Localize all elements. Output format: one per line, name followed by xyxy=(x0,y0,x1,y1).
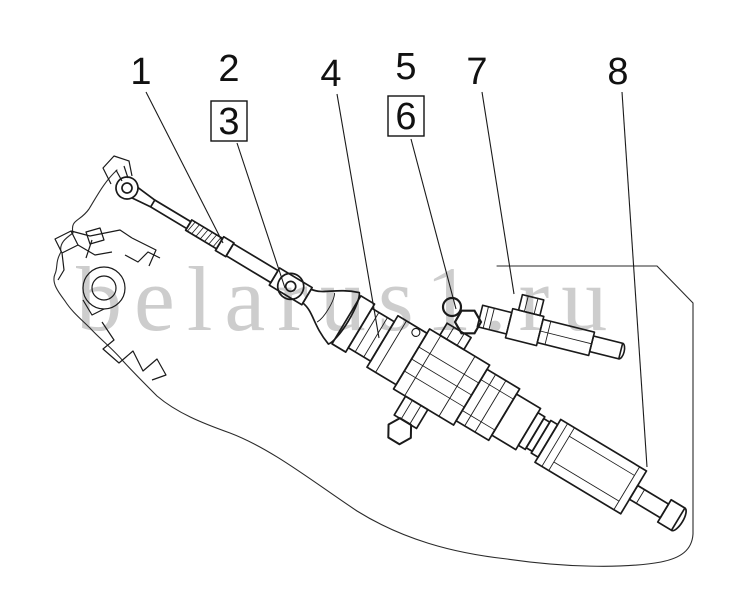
callout-3: 3 xyxy=(218,101,239,143)
valve-body xyxy=(331,294,559,459)
clevis-pin-hole xyxy=(284,280,297,293)
callout-7: 7 xyxy=(466,51,487,93)
linkage-assembly xyxy=(115,176,314,306)
callout-5: 5 xyxy=(395,46,416,88)
watermark-text: belarus1.ru xyxy=(76,248,619,350)
callout-2: 2 xyxy=(218,48,239,90)
callout-4: 4 xyxy=(320,53,341,95)
coupling-ring-2 xyxy=(525,417,551,453)
leader-4 xyxy=(336,93,380,339)
leader-lines xyxy=(145,91,648,468)
rod xyxy=(149,199,192,230)
clevis-boss xyxy=(276,272,305,301)
bottom-boss xyxy=(393,395,429,430)
body-pin xyxy=(411,327,421,337)
bracket-nut xyxy=(54,230,79,254)
fitting-nut-hex xyxy=(453,309,483,335)
pipe-end xyxy=(588,335,624,360)
bracket-bore-inner xyxy=(91,275,117,301)
washer xyxy=(441,296,463,318)
coupling-ring-3 xyxy=(530,419,559,459)
rod-eye-outer xyxy=(115,176,139,200)
callout-1: 1 xyxy=(130,51,151,93)
leader-7 xyxy=(481,91,515,295)
bottom-plug-hex xyxy=(387,417,413,446)
leader-2-3 xyxy=(236,142,286,289)
callout-6: 6 xyxy=(395,96,416,138)
break-line-zigzag xyxy=(101,321,167,381)
housing-outline xyxy=(53,169,694,567)
callout-8: 8 xyxy=(607,51,628,93)
callout-box-6 xyxy=(387,95,425,137)
rod-eye-inner xyxy=(121,182,133,194)
elbow-top-stub xyxy=(517,293,545,317)
callout-box-3 xyxy=(210,100,248,142)
leader-1 xyxy=(145,91,224,244)
rear-cylinder xyxy=(534,418,687,532)
lever-bracket xyxy=(102,155,133,185)
boot xyxy=(302,288,361,345)
rear-cap xyxy=(656,498,686,532)
bracket-nut-2 xyxy=(85,227,105,245)
pipe-fitting xyxy=(476,293,626,360)
coupling-ring-1 xyxy=(517,411,546,451)
leader-8 xyxy=(621,91,648,468)
leader-5-6 xyxy=(410,138,457,310)
